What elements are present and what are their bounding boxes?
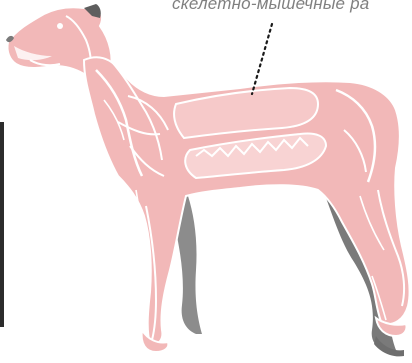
caption-label: скелетно-мышечные ра <box>172 0 412 14</box>
dog-body <box>84 57 410 352</box>
